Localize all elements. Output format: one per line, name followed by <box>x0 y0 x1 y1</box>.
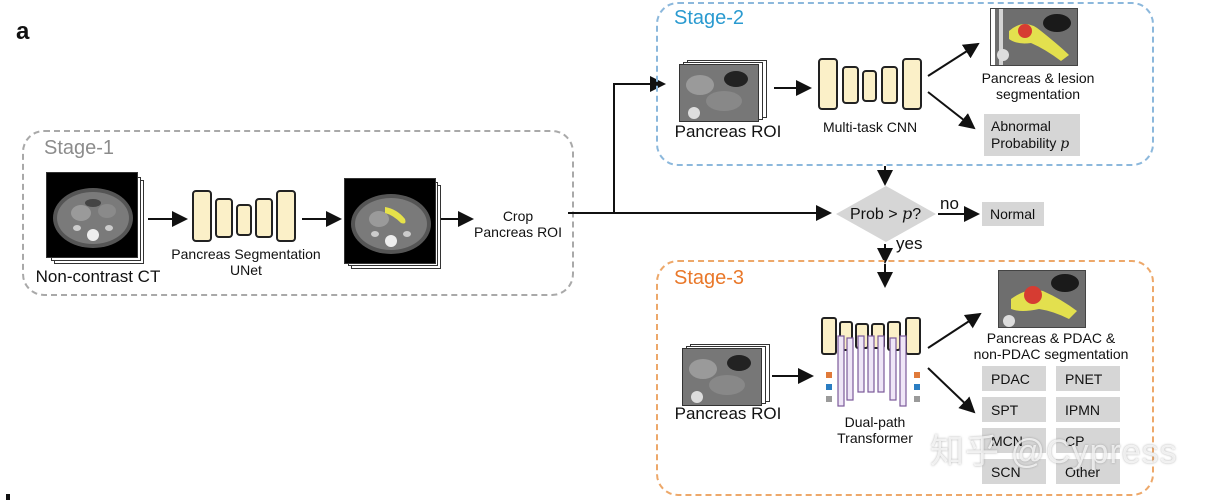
class-box-cp: CP <box>1056 428 1120 453</box>
class-box-scn: SCN <box>982 459 1046 484</box>
stage2-seg-output-image <box>990 8 1078 66</box>
unet-block-4 <box>255 198 273 238</box>
stage3-seg-output-image <box>998 270 1086 328</box>
abnormal-probability-box: Abnormal Probability p <box>984 114 1080 156</box>
decision-label: Prob > p? <box>850 204 922 223</box>
normal-box: Normal <box>982 202 1044 226</box>
dual-path-transformer <box>821 317 921 407</box>
stage1-network-label: Pancreas Segmentation UNet <box>171 246 321 278</box>
watermark: 知乎 @Cypress <box>930 433 1178 471</box>
class-box-mcn: MCN <box>982 428 1046 453</box>
class-box-pnet: PNET <box>1056 366 1120 391</box>
class-box-spt: SPT <box>982 397 1046 422</box>
yes-label: yes <box>896 234 923 253</box>
unet-block-5 <box>276 190 296 242</box>
bottom-left-mark <box>6 494 10 500</box>
decision-diamond <box>836 186 936 242</box>
panel-letter: a <box>16 18 30 45</box>
stage2-title: Stage-2 <box>674 7 745 29</box>
class-box-pdac: PDAC <box>982 366 1046 391</box>
stage1-input-label: Non-contrast CT <box>35 267 161 286</box>
cnn-block-5 <box>902 58 922 110</box>
stage3-seg-label: Pancreas & PDAC & non-PDAC segmentation <box>973 330 1129 362</box>
stage2-input-label: Pancreas ROI <box>674 122 782 141</box>
unet-block-3 <box>236 204 252 236</box>
stage3-title: Stage-3 <box>674 267 745 289</box>
unet-block-2 <box>215 198 233 238</box>
class-box-other: Other <box>1056 459 1120 484</box>
crop-roi-label: Crop Pancreas ROI <box>474 208 562 240</box>
stage2-roi-stack <box>679 60 767 122</box>
cnn-block-4 <box>881 66 898 104</box>
stage3-input-label: Pancreas ROI <box>674 404 782 423</box>
no-label: no <box>940 194 959 213</box>
stage3-roi-stack <box>682 344 770 406</box>
stage2-seg-label: Pancreas & lesion segmentation <box>981 70 1095 102</box>
stage3-network-label: Dual-path Transformer <box>837 414 913 446</box>
stage2-network-label: Multi-task CNN <box>822 119 918 135</box>
stage1-ct-image-stack <box>46 172 146 264</box>
cnn-block-2 <box>842 66 859 104</box>
unet-block-1 <box>192 190 212 242</box>
stage2-box <box>656 2 1154 166</box>
cnn-block-3 <box>862 70 877 102</box>
stage1-title: Stage-1 <box>44 137 115 159</box>
stage1-segmented-ct-stack <box>344 178 442 270</box>
class-box-ipmn: IPMN <box>1056 397 1120 422</box>
stage3-box <box>656 260 1154 496</box>
cnn-block-1 <box>818 58 838 110</box>
